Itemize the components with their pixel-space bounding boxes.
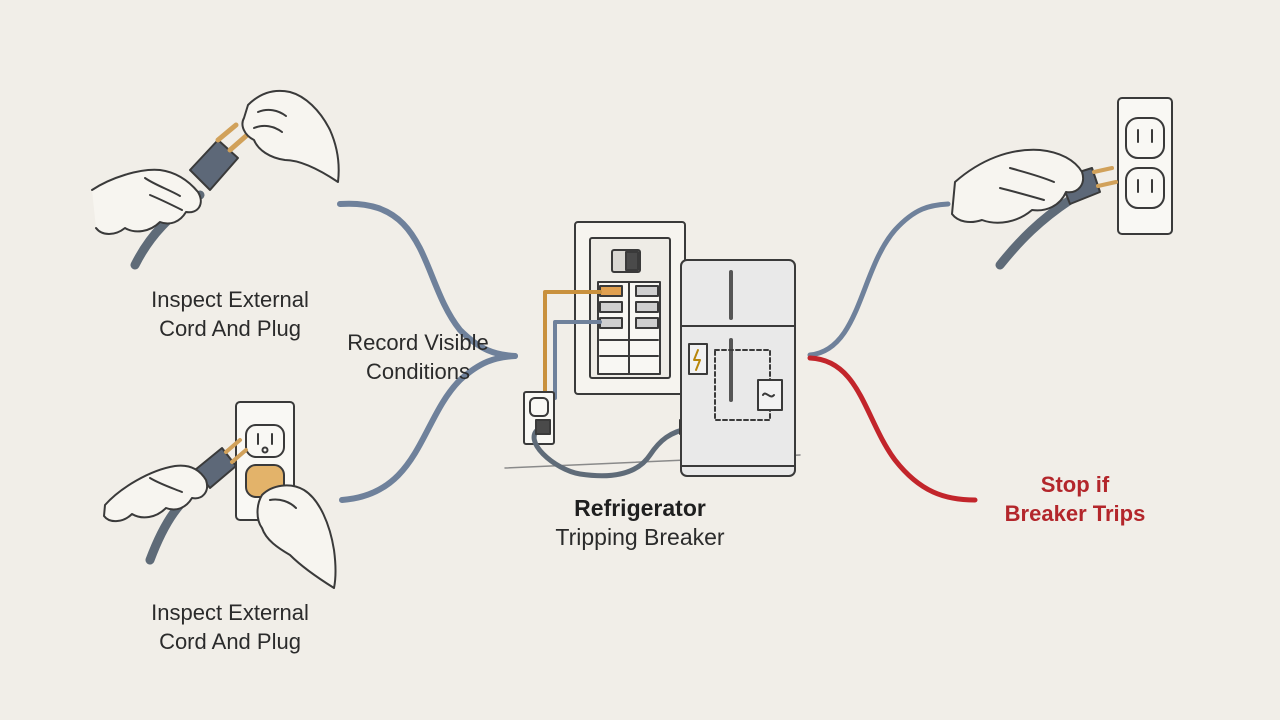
refrigerator-breaker-panel-icon bbox=[504, 221, 801, 479]
label-center: Refrigerator Tripping Breaker bbox=[520, 494, 760, 552]
label-stop: Stop if Breaker Trips bbox=[985, 470, 1165, 528]
label-line: Inspect External bbox=[151, 600, 309, 625]
center-subtitle: Tripping Breaker bbox=[555, 524, 725, 550]
hand-plugging-into-wall-outlet-icon bbox=[951, 97, 1173, 270]
label-inspect-bottom: Inspect External Cord And Plug bbox=[100, 598, 360, 656]
label-line: Cord And Plug bbox=[159, 629, 301, 654]
connector-top-right bbox=[807, 201, 951, 358]
connector-bottom-left bbox=[339, 353, 518, 503]
label-line: Inspect External bbox=[151, 287, 309, 312]
center-title: Refrigerator bbox=[574, 495, 706, 521]
label-line: Stop if bbox=[1040, 472, 1110, 497]
label-inspect-top: Inspect External Cord And Plug bbox=[100, 285, 360, 343]
connector-top-left bbox=[337, 200, 518, 359]
hands-holding-plug-icon bbox=[91, 89, 340, 270]
label-line: Conditions bbox=[366, 359, 470, 384]
label-line: Cord And Plug bbox=[159, 316, 301, 341]
hands-plugging-into-outlet-icon bbox=[103, 401, 337, 589]
label-line: Record Visible bbox=[347, 330, 489, 355]
label-record-conditions: Record Visible Conditions bbox=[318, 328, 518, 386]
label-line: Breaker Trips bbox=[1004, 501, 1146, 526]
connector-stop-red bbox=[807, 355, 978, 503]
connectors bbox=[337, 200, 978, 503]
